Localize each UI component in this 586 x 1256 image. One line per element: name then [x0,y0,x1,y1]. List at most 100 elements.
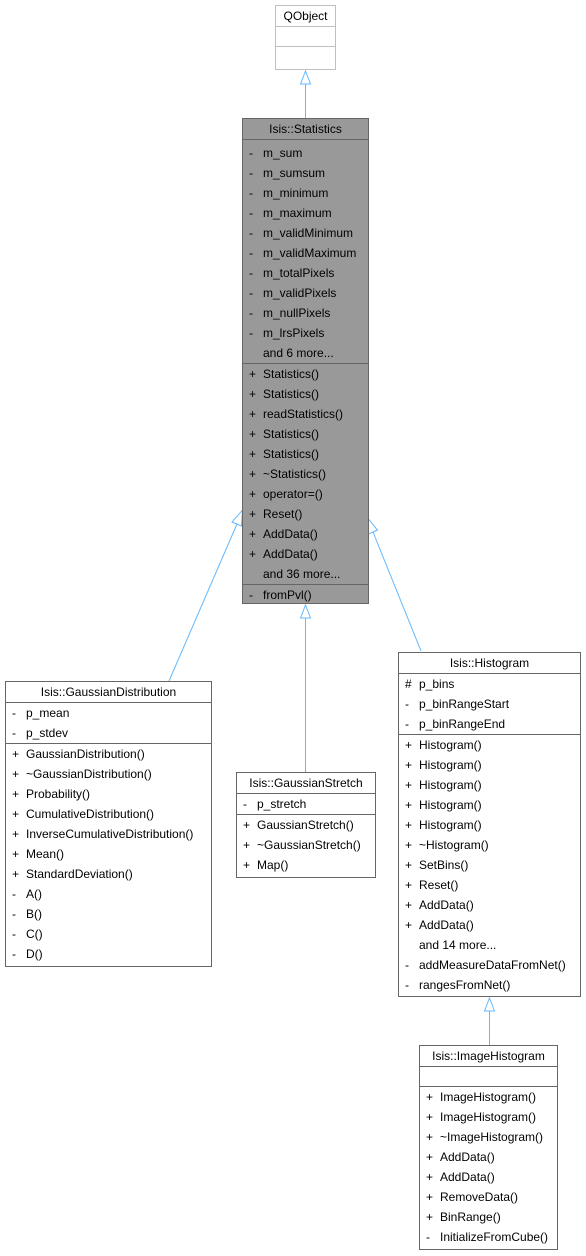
class-member[interactable]: -m_validMinimum [243,223,368,243]
class-member[interactable]: -m_validMaximum [243,243,368,263]
more-members-link[interactable]: and 14 more... [399,935,580,955]
member-name: rangesFromNet() [419,978,511,992]
class-member[interactable]: +operator=() [243,484,368,504]
class-member[interactable]: -addMeasureDataFromNet() [399,955,580,975]
class-member[interactable]: +Mean() [6,844,211,864]
member-name: Histogram() [419,738,482,752]
class-member[interactable]: -m_sum [243,143,368,163]
class-member[interactable]: -p_stdev [6,723,211,743]
visibility-marker: - [249,266,253,280]
visibility-marker: + [405,918,413,932]
class-member[interactable]: -m_maximum [243,203,368,223]
member-name: and 14 more... [419,938,497,952]
visibility-marker: + [249,487,257,501]
class-member[interactable]: +~Statistics() [243,464,368,484]
class-statistics[interactable]: Isis::Statistics -m_sum-m_sumsum-m_minim… [242,118,369,604]
visibility-marker: + [249,547,257,561]
class-member[interactable]: +BinRange() [420,1207,557,1227]
member-name: AddData() [440,1150,495,1164]
class-member[interactable]: +RemoveData() [420,1187,557,1207]
class-member[interactable]: +Histogram() [399,755,580,775]
class-member[interactable]: +ImageHistogram() [420,1107,557,1127]
edge-imagehistogram-to-histogram [483,996,496,1045]
class-member[interactable]: -D() [6,944,211,964]
class-member[interactable]: +Statistics() [243,424,368,444]
class-member[interactable]: -p_stretch [237,794,375,814]
class-member[interactable]: -m_validPixels [243,283,368,303]
class-member[interactable]: +Statistics() [243,364,368,384]
class-gaussian-distribution[interactable]: Isis::GaussianDistribution -p_mean-p_std… [5,681,212,967]
more-members-link[interactable]: and 6 more... [243,343,368,363]
class-member[interactable]: -B() [6,904,211,924]
class-member[interactable]: +AddData() [243,544,368,564]
class-member[interactable]: +Histogram() [399,815,580,835]
visibility-marker: + [426,1090,434,1104]
class-member[interactable]: -m_minimum [243,183,368,203]
class-member[interactable]: +CumulativeDistribution() [6,804,211,824]
member-name: m_sumsum [263,166,326,180]
class-member[interactable]: +AddData() [420,1147,557,1167]
class-member[interactable]: +StandardDeviation() [6,864,211,884]
class-image-histogram[interactable]: Isis::ImageHistogram +ImageHistogram()+I… [419,1045,558,1250]
class-member[interactable]: + AddData() [243,524,368,544]
class-member[interactable]: +AddData() [399,895,580,915]
visibility-marker: + [249,527,257,541]
class-member[interactable]: -m_totalPixels [243,263,368,283]
class-member[interactable]: +~ImageHistogram() [420,1127,557,1147]
class-member[interactable]: +~Histogram() [399,835,580,855]
class-member[interactable]: -m_nullPixels [243,303,368,323]
member-name: readStatistics() [263,407,344,421]
class-member[interactable]: -rangesFromNet() [399,975,580,995]
class-member[interactable]: +GaussianStretch() [237,815,375,835]
member-name: AddData() [419,918,474,932]
class-member[interactable]: +Probability() [6,784,211,804]
class-member[interactable]: +Statistics() [243,444,368,464]
class-member[interactable]: +Histogram() [399,795,580,815]
attributes-section [276,27,335,47]
class-member[interactable]: +Histogram() [399,775,580,795]
class-qobject[interactable]: QObject [275,5,336,70]
class-member[interactable]: +AddData() [420,1167,557,1187]
class-member[interactable]: -m_sumsum [243,163,368,183]
class-member[interactable]: +Map() [237,855,375,875]
visibility-marker: + [405,898,413,912]
member-name: InitializeFromCube() [440,1230,549,1244]
class-gaussian-stretch[interactable]: Isis::GaussianStretch -p_stretch +Gaussi… [236,772,376,878]
attributes-section: #p_bins-p_binRangeStart-p_binRangeEnd [399,674,580,735]
class-member[interactable]: -InitializeFromCube() [420,1227,557,1247]
class-member[interactable]: +Reset() [243,504,368,524]
class-member[interactable]: +GaussianDistribution() [6,744,211,764]
class-member[interactable]: +~GaussianDistribution() [6,764,211,784]
class-member[interactable]: +readStatistics() [243,404,368,424]
member-name: m_maximum [263,206,332,220]
member-name: m_lrsPixels [263,326,325,340]
member-name: RemoveData() [440,1190,519,1204]
more-members-link[interactable]: and 36 more... [243,564,368,584]
class-member[interactable]: +Reset() [399,875,580,895]
class-member[interactable]: +InverseCumulativeDistribution() [6,824,211,844]
class-member[interactable]: + AddData() [399,915,580,935]
member-name: p_binRangeEnd [419,717,506,731]
class-member[interactable]: +SetBins() [399,855,580,875]
member-name: Histogram() [419,778,482,792]
class-member[interactable]: -p_binRangeEnd [399,714,580,734]
class-member[interactable]: +ImageHistogram() [420,1087,557,1107]
class-member[interactable]: -fromPvl() [243,585,368,605]
class-member[interactable]: +~GaussianStretch() [237,835,375,855]
visibility-marker: - [12,927,16,941]
class-member[interactable]: +Statistics() [243,384,368,404]
class-member[interactable]: -C() [6,924,211,944]
class-member[interactable]: #p_bins [399,674,580,694]
methods-section: +GaussianDistribution()+~GaussianDistrib… [6,744,211,964]
class-member[interactable]: +Histogram() [399,735,580,755]
class-member[interactable]: -A() [6,884,211,904]
member-name: AddData() [263,527,318,541]
member-name: m_validMinimum [263,226,354,240]
class-member[interactable]: -p_binRangeStart [399,694,580,714]
class-member[interactable]: -m_lrsPixels [243,323,368,343]
member-name: and 6 more... [263,346,334,360]
class-title: Isis::Histogram [399,653,580,674]
class-member[interactable]: -p_mean [6,703,211,723]
class-histogram[interactable]: Isis::Histogram #p_bins-p_binRangeStart-… [398,652,581,997]
visibility-marker: - [249,186,253,200]
